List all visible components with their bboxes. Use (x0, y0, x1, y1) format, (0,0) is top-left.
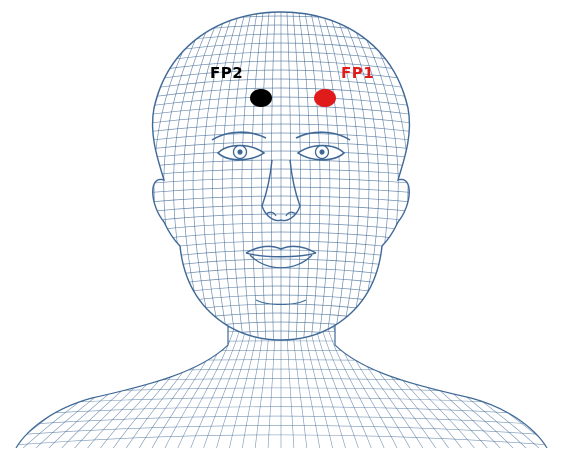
electrode-fp2-marker (250, 89, 272, 107)
electrode-label-fp2: FP2 (210, 66, 243, 81)
left-shoulder-outline (16, 300, 228, 448)
right-shoulder-outline (335, 300, 547, 448)
electrode-label-fp1: FP1 (341, 66, 374, 81)
electrode-fp1-marker (314, 89, 336, 107)
